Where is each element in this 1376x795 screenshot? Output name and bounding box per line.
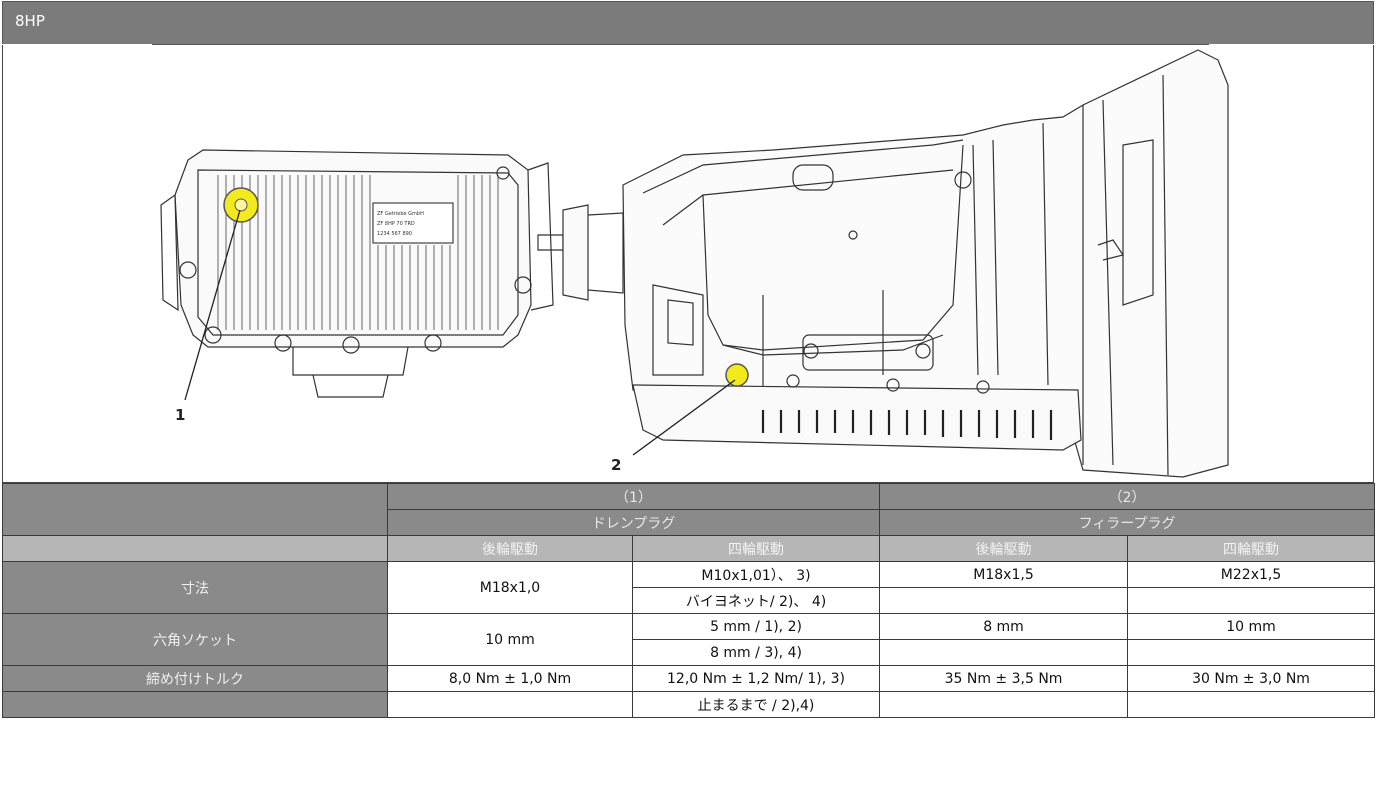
- cell: [879, 587, 1129, 614]
- cell: 8,0 Nm ± 1,0 Nm: [387, 665, 633, 692]
- table-row: 8 mm / 3), 4): [3, 639, 1376, 666]
- cell: M22x1,5: [1127, 561, 1376, 588]
- row-label-dimension: 寸法: [2, 561, 388, 614]
- subheader-awd-1: 四輪駆動: [631, 535, 881, 562]
- cell: 止まるまで / 2),4): [631, 691, 881, 718]
- subheader-awd-2: 四輪駆動: [1127, 535, 1376, 562]
- cell: 5 mm / 1), 2): [631, 613, 881, 640]
- row-label-torque: 締め付けトルク: [2, 665, 388, 692]
- pan-label-line-3: 1234 567 890: [377, 231, 412, 237]
- callout-2-leader: [632, 379, 736, 456]
- table-row: 止まるまで / 2),4): [2, 691, 1376, 718]
- oil-pan-bottom-view: [160, 149, 554, 398]
- cell: [387, 691, 633, 718]
- cell: [879, 639, 1129, 666]
- pan-label-plate-text: ZF Getriebe GmbH ZF 8HP 70 TRD 1234 567 …: [377, 211, 424, 237]
- section-header: 8HP: [2, 1, 1374, 45]
- callout-2-label: 2: [611, 456, 621, 474]
- subheader-corner-cell: [2, 535, 388, 562]
- filler-plug-marker: [725, 363, 749, 387]
- callout-1-leader: [184, 209, 241, 401]
- cell: 35 Nm ± 3,5 Nm: [879, 665, 1129, 692]
- subheader-rwd-2: 後輪駆動: [879, 535, 1129, 562]
- col-group-2-number: （2）: [879, 483, 1376, 510]
- pan-label-line-1: ZF Getriebe GmbH: [377, 211, 424, 217]
- col-group-1-number: （1）: [386, 483, 881, 510]
- cell: M18x1,5: [879, 561, 1129, 588]
- cell: バイヨネット/ 2)、 4): [631, 587, 881, 614]
- callout-1-label: 1: [175, 406, 185, 424]
- drain-plug-marker: [223, 187, 259, 223]
- table-row: ドレンプラグ フィラープラグ: [3, 509, 1376, 536]
- cell: [1127, 691, 1376, 718]
- row-label-empty: [2, 691, 388, 718]
- transmission-side-view: [537, 49, 1229, 478]
- transmission-illustration: 1 2 ZF Getriebe GmbH ZF 8HP 70 TRD 1234 …: [160, 49, 1229, 478]
- table-row: 六角ソケット 10 mm 5 mm / 1), 2) 8 mm 10 mm: [2, 613, 1376, 666]
- plug-spec-table: （1） （2） ドレンプラグ フィラープラグ 後輪駆動 四輪駆動 後輪駆動 四輪…: [2, 483, 1376, 718]
- cell: 10 mm: [1127, 613, 1376, 640]
- table-row: 後輪駆動 四輪駆動 後輪駆動 四輪駆動: [2, 535, 1376, 562]
- cell: 8 mm: [879, 613, 1129, 640]
- cell: M18x1,0: [387, 561, 633, 614]
- header-corner-cell: [2, 483, 388, 536]
- table-row: 締め付けトルク 8,0 Nm ± 1,0 Nm 12,0 Nm ± 1,2 Nm…: [2, 665, 1376, 692]
- pan-label-line-2: ZF 8HP 70 TRD: [377, 221, 415, 227]
- section-title: 8HP: [15, 12, 45, 30]
- cell: 10 mm: [387, 613, 633, 666]
- col-group-1-name: ドレンプラグ: [386, 509, 881, 536]
- transmission-figure: 1 2 ZF Getriebe GmbH ZF 8HP 70 TRD 1234 …: [2, 45, 1374, 483]
- cell: 30 Nm ± 3,0 Nm: [1127, 665, 1376, 692]
- table-row: 寸法 M18x1,0 M10x1,01）、 3) M18x1,5 M22x1,5: [2, 561, 1376, 614]
- cell: [1127, 639, 1376, 666]
- cell: 8 mm / 3), 4): [631, 639, 881, 666]
- row-label-hex-socket: 六角ソケット: [2, 613, 388, 666]
- cell: [1127, 587, 1376, 614]
- cell: M10x1,01）、 3): [631, 561, 881, 588]
- cell: [879, 691, 1129, 718]
- subheader-rwd-1: 後輪駆動: [387, 535, 633, 562]
- col-group-2-name: フィラープラグ: [879, 509, 1376, 536]
- cell: 12,0 Nm ± 1,2 Nm/ 1), 3): [631, 665, 881, 692]
- table-row: （1） （2）: [2, 483, 1376, 536]
